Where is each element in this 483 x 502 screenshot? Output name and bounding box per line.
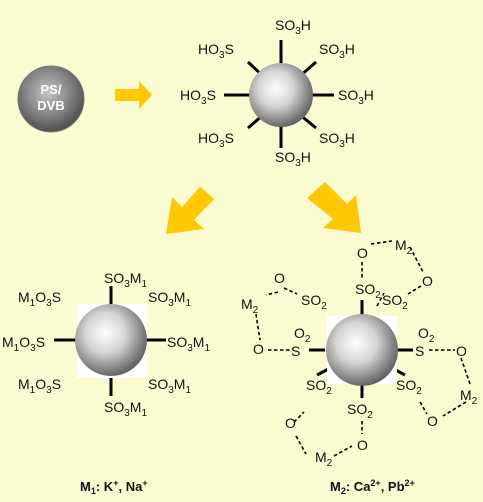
group-top: SO3M1 <box>104 270 147 290</box>
svg-text:M1O3S: M1O3S <box>2 334 45 354</box>
svg-text:M1O3S: M1O3S <box>18 289 61 309</box>
chelate-right: S O2 O M2 O SO2 <box>396 325 478 429</box>
svg-text:S: S <box>291 343 300 359</box>
svg-text:M2: M2 <box>241 296 259 316</box>
svg-text:O: O <box>357 437 368 453</box>
svg-text:O: O <box>274 270 285 286</box>
group-top: SO3H <box>275 17 311 37</box>
svg-text:O: O <box>422 273 433 289</box>
svg-text:M2: M2 <box>315 449 333 469</box>
monovalent-sphere <box>75 304 147 376</box>
group-upper-right: SO3H <box>319 41 355 61</box>
chelate-upper-left: O M2 SO2 O S O2 <box>241 270 327 359</box>
svg-text:SO2: SO2 <box>355 281 381 301</box>
divalent-resin: O M2 O SO2 SO2 O M2 SO2 O S O2 S O2 O M2… <box>241 237 478 469</box>
group-upper-left: HO3S <box>198 41 234 61</box>
group-right: SO3H <box>338 87 374 107</box>
svg-text:SO2: SO2 <box>382 292 408 312</box>
svg-text:SO3M1: SO3M1 <box>148 376 191 396</box>
svg-text:O: O <box>285 415 296 431</box>
svg-text:SO3M1: SO3M1 <box>104 270 147 290</box>
divalent-sphere <box>326 314 398 386</box>
svg-text:O: O <box>357 245 368 261</box>
svg-text:O: O <box>456 343 467 359</box>
svg-text:M1O3S: M1O3S <box>18 376 61 396</box>
arrow-down-left-icon <box>166 183 214 234</box>
bead-label-line2: DVB <box>37 98 64 113</box>
svg-text:SO3M1: SO3M1 <box>167 334 210 354</box>
bead-label-line1: PS/ <box>41 82 62 97</box>
monovalent-resin: SO3M1 SO3M1 M1O3S SO3M1 M1O3S SO3M1 M1O3… <box>2 270 210 419</box>
svg-text:O: O <box>427 413 438 429</box>
group-upper-right: SO3M1 <box>148 289 191 309</box>
svg-text:M2: M2 <box>395 237 413 257</box>
ps-dvb-bead: PS/ DVB <box>17 65 85 133</box>
svg-text:O: O <box>253 341 264 357</box>
arrow-down-right-icon <box>307 182 361 233</box>
group-right: SO3M1 <box>167 334 210 354</box>
group-upper-left: M1O3S <box>18 289 61 309</box>
group-lower-right: SO3H <box>319 130 355 150</box>
svg-text:SO2: SO2 <box>301 292 327 312</box>
group-bottom: SO3M1 <box>104 399 147 419</box>
svg-text:SO3M1: SO3M1 <box>104 399 147 419</box>
svg-text:SO3M1: SO3M1 <box>148 289 191 309</box>
chelate-bottom: SO2 SO2 O O M2 <box>285 377 373 469</box>
svg-text:O2: O2 <box>294 325 311 345</box>
svg-text:M2: M2 <box>460 387 478 407</box>
sulfonated-resin: SO3H SO3H HO3S SO3H HO3S SO3H HO3S SO3H <box>180 17 374 169</box>
svg-text:O2: O2 <box>418 325 435 345</box>
sulfonated-sphere <box>249 63 313 127</box>
group-bottom: SO3H <box>275 149 311 169</box>
caption-m2: M2: Ca2+, Pb2+ <box>330 478 415 496</box>
svg-text:SO2: SO2 <box>306 377 332 397</box>
arrow-right-icon <box>115 81 152 109</box>
chelate-top: O M2 O SO2 SO2 <box>355 237 433 312</box>
group-lower-left: M1O3S <box>18 376 61 396</box>
svg-text:SO2: SO2 <box>396 377 422 397</box>
group-left: HO3S <box>180 87 216 107</box>
group-left: M1O3S <box>2 334 45 354</box>
svg-text:SO2: SO2 <box>347 401 373 421</box>
group-lower-right: SO3M1 <box>148 376 191 396</box>
svg-text:S: S <box>415 343 424 359</box>
caption-m1: M1: K+, Na+ <box>80 478 148 496</box>
group-lower-left: HO3S <box>198 130 234 150</box>
